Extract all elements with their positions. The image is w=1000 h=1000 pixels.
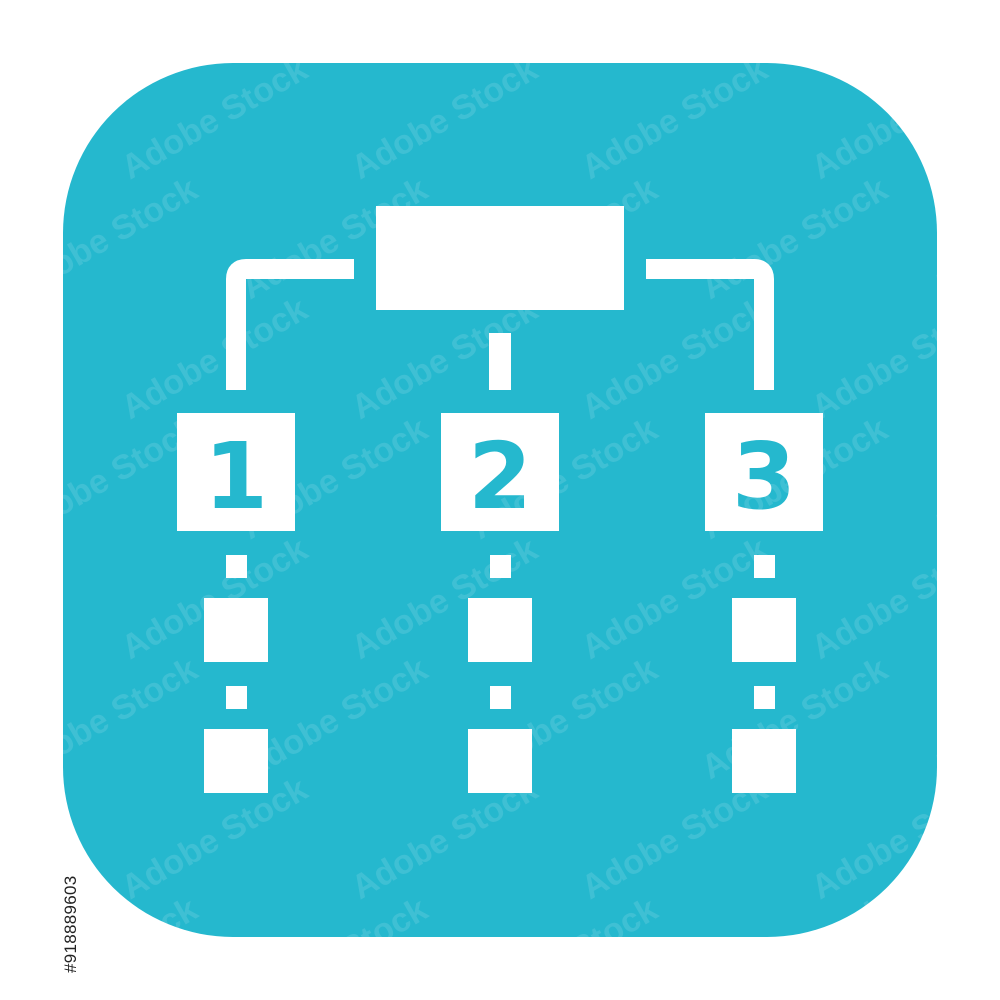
watermark-text: Adobe Stock	[5, 890, 204, 1000]
node-3-label: 3	[732, 423, 796, 530]
watermark-text: Adobe Stock	[235, 0, 434, 67]
node-1: 1	[177, 413, 295, 531]
chain-box	[732, 729, 796, 793]
watermark-text: Adobe Stock	[695, 0, 894, 67]
chain-dash	[490, 555, 511, 578]
watermark-text: Adobe Stock	[5, 0, 204, 67]
root-node	[376, 206, 624, 310]
watermark-text: Adobe Stock	[925, 890, 1000, 1000]
node-3: 3	[705, 413, 823, 531]
chain-dash	[490, 686, 511, 709]
chain-box	[204, 729, 268, 793]
chain-box	[468, 598, 532, 662]
node-2: 2	[441, 413, 559, 531]
center-connector	[489, 333, 511, 390]
chain-dash	[754, 686, 775, 709]
chain-3	[732, 555, 796, 793]
chain-dash	[754, 555, 775, 578]
left-connector	[226, 259, 354, 390]
chain-box	[468, 729, 532, 793]
chain-dash	[226, 686, 247, 709]
right-connector	[646, 259, 774, 390]
chain-box	[732, 598, 796, 662]
chain-dash	[226, 555, 247, 578]
chain-1	[204, 555, 268, 793]
chain-2	[468, 555, 532, 793]
node-2-label: 2	[468, 423, 532, 530]
stock-id-label: #918889603	[61, 875, 80, 973]
node-1-label: 1	[204, 423, 268, 530]
chain-box	[204, 598, 268, 662]
watermark-text: Adobe Stock	[465, 0, 664, 67]
